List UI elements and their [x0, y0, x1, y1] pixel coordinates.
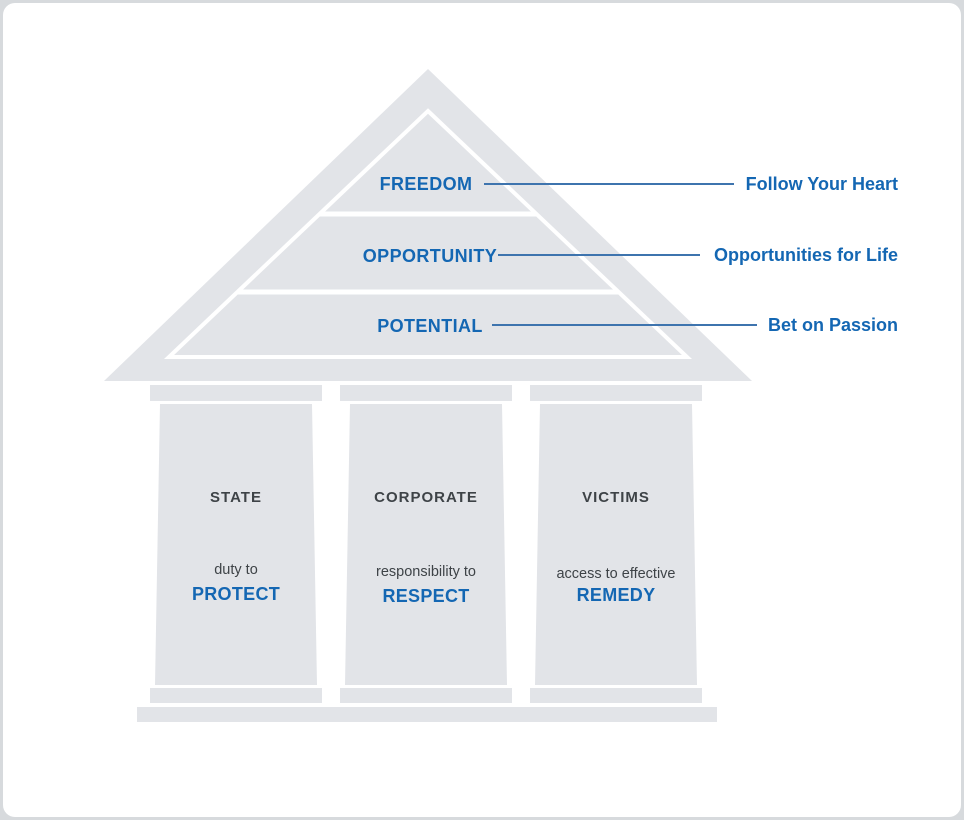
- pillar-keyword-remedy: REMEDY: [577, 585, 656, 605]
- column-base-victims: [530, 688, 702, 703]
- pillar-qualifier-state: duty to: [214, 562, 258, 578]
- pillar-qualifier-corporate: responsibility to: [376, 564, 476, 580]
- column-shaft-victims: [535, 404, 697, 685]
- pillar-keyword-protect: PROTECT: [192, 584, 280, 604]
- column-shaft-corporate: [345, 404, 507, 685]
- pediment-triangle: [104, 69, 752, 381]
- column-capital-corporate: [340, 385, 512, 401]
- stylobate-floor: [137, 707, 717, 722]
- pediment-inner-outline: [163, 108, 693, 359]
- annotation-follow-your-heart: Follow Your Heart: [746, 174, 898, 194]
- pillar-qualifier-victims: access to effective: [556, 566, 675, 582]
- column-shaft-state: [155, 404, 317, 685]
- pillar-title-victims: VICTIMS: [582, 489, 650, 506]
- column-capital-state: [150, 385, 322, 401]
- pillar-keyword-respect: RESPECT: [382, 586, 469, 606]
- annotation-opportunities-for-life: Opportunities for Life: [714, 245, 898, 265]
- pediment-level-opportunity: OPPORTUNITY: [363, 246, 497, 266]
- pillar-title-corporate: CORPORATE: [374, 489, 478, 506]
- pediment-level-potential: POTENTIAL: [377, 316, 483, 336]
- column-capital-victims: [530, 385, 702, 401]
- annotation-bet-on-passion: Bet on Passion: [768, 315, 898, 335]
- column-base-corporate: [340, 688, 512, 703]
- pillar-title-state: STATE: [210, 489, 262, 506]
- column-base-state: [150, 688, 322, 703]
- pediment-level-freedom: FREEDOM: [380, 174, 473, 194]
